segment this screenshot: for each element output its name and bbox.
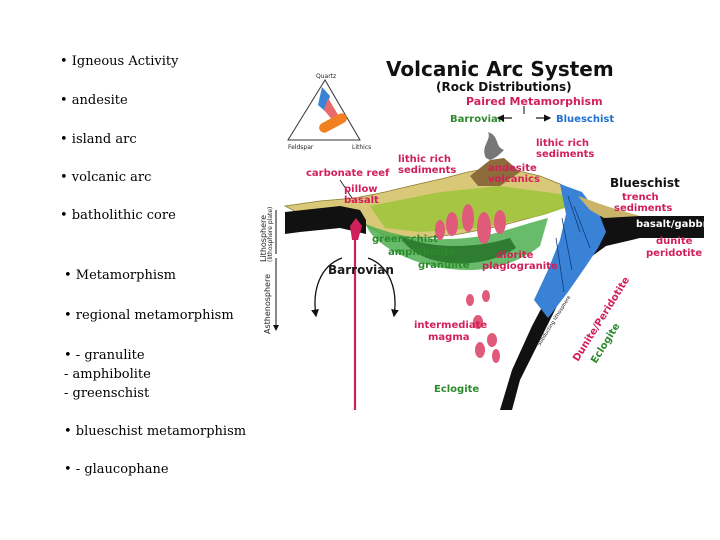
bullet-island-arc: • island arc [60,132,137,147]
lithosphere-label: Lithosphere [259,215,268,262]
right-convection-arrow [367,257,399,318]
granulite-label: granulite [418,260,470,271]
bullet-volcanic-arc: • volcanic arc [60,170,152,185]
lithosphere-sublabel: (lithosphere plate) [267,207,274,262]
volcano-cone [470,158,520,186]
pluton-4 [494,210,506,234]
pluton-2 [462,204,474,232]
ternary-orange-field [319,113,347,133]
bullet-metamorphic-grades: • - granulite - amphibolite - greenschis… [64,346,151,403]
ternary-quartz-label: Quartz [316,73,336,80]
paired-metamorphism-label: Paired Metamorphism [466,95,603,108]
magma-blob-4 [487,333,497,347]
grade-amphibolite: - amphibolite [64,367,151,382]
amphibolite-label: amphibolite [388,247,456,258]
blueschist-foliation [555,195,591,293]
greenschist-zone [366,218,548,270]
ternary-plot: Quartz Feldspar Lithics [287,73,371,151]
amphibolite-zone [400,236,516,264]
bullet-metamorphism: • Metamorphism [64,268,176,283]
dunite-label-1: dunite [656,236,693,247]
lithic-left-label-1: lithic rich [398,154,451,165]
blueschist-top-label: Blueschist [556,114,614,125]
left-convection-arrow [311,257,343,318]
bullet-batholithic-core: • batholithic core [60,208,176,223]
diagram-subtitle: (Rock Distributions) [436,80,572,94]
magma-blob-6 [492,349,500,363]
bullet-andesite: • andesite [60,93,128,108]
barrovian-low-label: Barrovian [328,263,394,277]
left-lithosphere [285,206,366,234]
andesite-label-1: andesite [488,163,537,174]
andesite-label-2: volcanics [488,174,540,185]
pluton-5 [435,220,445,240]
rising-magma [466,290,500,363]
asthenosphere-label: Asthenosphere [263,274,272,334]
pluton-3 [477,212,491,244]
greenschist-label: greenschist [372,234,438,245]
bullet-blueschist-metamorphism: • blueschist metamorphism [64,424,247,439]
intermediate-label-1: intermediate [414,320,487,331]
basalt-gabbro-label: basalt/gabbro [636,219,715,230]
lithic-right-label-1: lithic rich [536,138,589,149]
magma-blob-5 [475,342,485,358]
carbonate-reef-leader [339,179,353,199]
grade-greenschist: - greenschist [64,386,150,401]
ridge-magma [350,218,362,240]
trench-label-1: trench [622,192,659,203]
depth-axis: Lithosphere (lithosphere plate) Asthenos… [259,207,279,334]
ternary-feldspar-label: Feldspar [288,144,314,151]
diorite-label-1: diorite [496,250,534,261]
intermediate-label-2: magma [428,332,470,343]
magma-blob-1 [466,294,474,306]
magma-blob-2 [482,290,490,302]
blueschist-wedge [534,184,606,318]
arc-green-crust [370,186,578,232]
barrovian-top-label: Barrovian [450,114,505,125]
plutons [435,204,506,244]
eclogite-low-label: Eclogite [434,384,479,395]
grade-granulite: • - granulite [64,348,145,363]
carbonate-reef-label: carbonate reef [306,168,390,179]
volcanic-plume [484,132,504,160]
pillow-label-1: pillow [344,184,378,195]
bullet-regional-metamorphism: • regional metamorphism [64,308,234,323]
bullet-igneous-activity: • Igneous Activity [60,54,179,69]
bullet-glaucophane: • - glaucophane [64,462,169,477]
diorite-label-2: plagiogranite [482,261,558,272]
pluton-1 [446,212,458,236]
bullet-list: • Igneous Activity • andesite • island a… [0,0,260,540]
magma-blob-3 [473,315,483,329]
trench-sediment-wedge [578,196,640,218]
lithic-right-label-2: sediments [536,149,594,160]
basalt-gabbro-bar [600,216,704,226]
lithic-left-label-2: sediments [398,165,456,176]
ternary-lithics-label: Lithics [352,144,371,151]
pillow-label-2: basalt [344,195,379,206]
diagram-title: Volcanic Arc System [386,57,614,81]
dunite-label-2: peridotite [646,248,702,259]
trench-label-2: sediments [614,203,672,214]
blueschist-side-label: Blueschist [610,176,680,190]
subducting-slab [500,222,704,410]
